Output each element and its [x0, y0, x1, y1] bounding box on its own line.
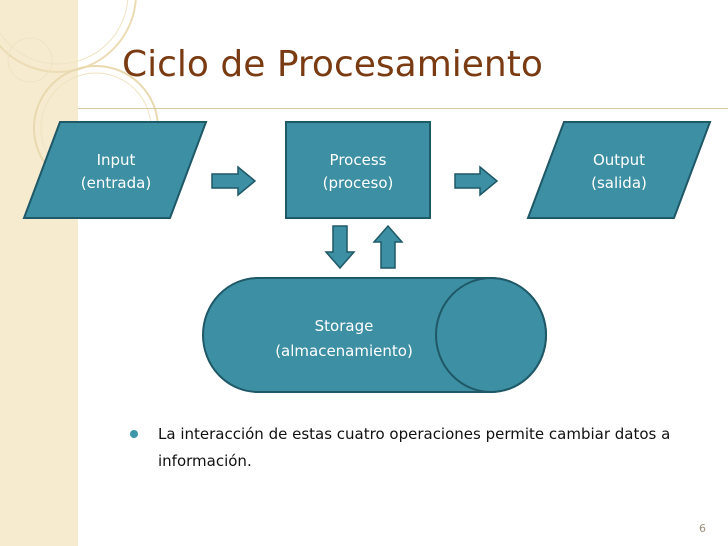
input-label-line2: (entrada)	[81, 174, 151, 192]
input-label-line1: Input	[97, 151, 136, 169]
page-number: 6	[699, 522, 706, 535]
slide-title: Ciclo de Procesamiento	[122, 44, 543, 85]
output-shape	[526, 121, 712, 219]
input-shape	[22, 121, 208, 219]
bullet-item: La interacción de estas cuatro operacion…	[130, 421, 702, 475]
bullet-icon	[130, 430, 138, 438]
process-label-line1: Process	[330, 151, 387, 169]
down-arrow-icon	[324, 225, 356, 270]
bullet-text: La interacción de estas cuatro operacion…	[158, 425, 671, 470]
output-label-line1: Output	[593, 151, 645, 169]
title-divider	[78, 108, 728, 109]
process-shape	[285, 121, 431, 219]
storage-label-line2: (almacenamiento)	[275, 342, 413, 360]
storage-cylinder-end	[435, 277, 547, 393]
storage-label-line1: Storage	[315, 317, 374, 335]
decorative-side-strip	[0, 0, 78, 546]
process-label-line2: (proceso)	[323, 174, 394, 192]
right-arrow-icon	[211, 165, 257, 197]
output-label-line2: (salida)	[591, 174, 647, 192]
right-arrow-icon	[454, 165, 499, 197]
up-arrow-icon	[372, 224, 404, 269]
